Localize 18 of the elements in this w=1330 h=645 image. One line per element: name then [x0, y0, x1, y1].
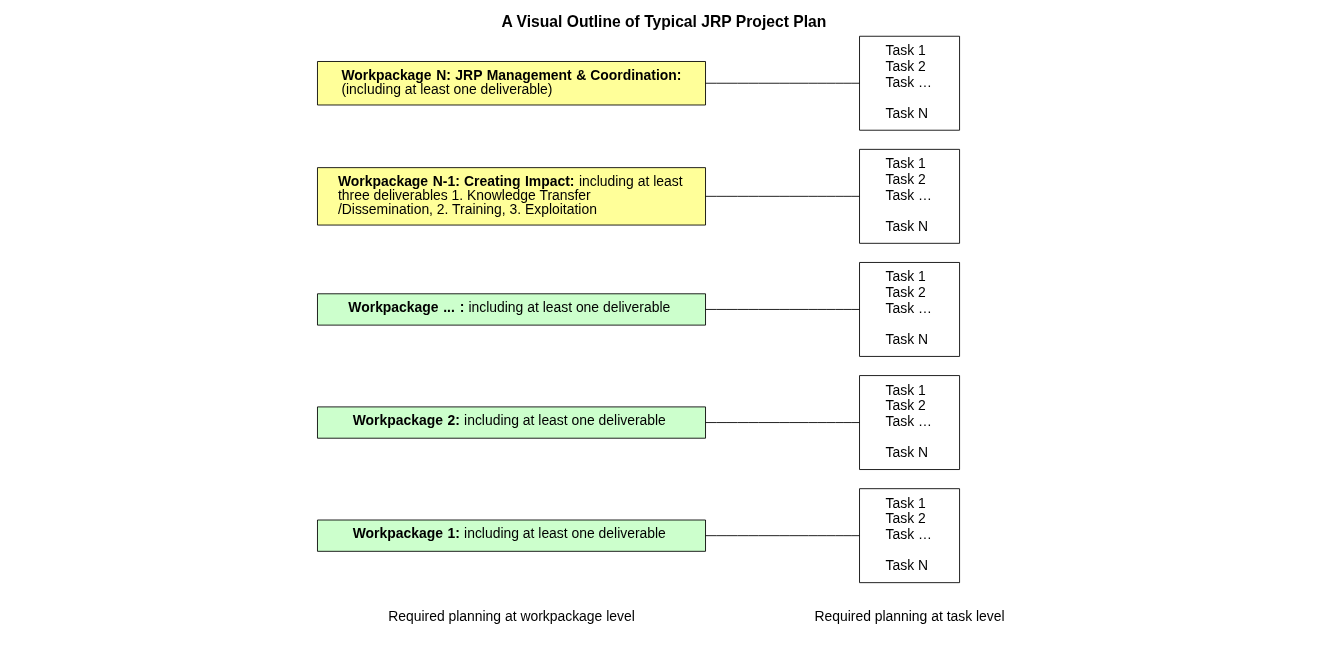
- connector: [704, 422, 860, 423]
- diagram-title: A Visual Outline of Typical JRP Project Plan: [501, 13, 826, 31]
- node-box: Workpackage ... : including at least one deliverable: [316, 293, 706, 326]
- node-box: Task 1 Task 2 Task … Task N: [858, 35, 960, 131]
- node-box: Task 1 Task 2 Task … Task N: [858, 488, 960, 584]
- node-box: Workpackage N: JRP Management & Coordination: (including at least one deliverable): [316, 61, 706, 106]
- node-box: Task 1 Task 2 Task … Task N: [858, 262, 960, 357]
- label: Required planning at task level: [813, 607, 1005, 624]
- connector: [704, 309, 860, 310]
- connector: [704, 82, 860, 84]
- connector: [704, 195, 860, 197]
- node-box: Workpackage 2: including at least one deliverable: [316, 406, 706, 439]
- node-box: Workpackage N-1: Creating Impact: including at least three deliverables 1. Knowledge Transfer /Dissemination, 2. Training, 3. Exploitation: [316, 167, 706, 226]
- connector: [704, 535, 860, 537]
- node-box: Task 1 Task 2 Task … Task N: [858, 375, 960, 470]
- node-box: Workpackage 1: including at least one deliverable: [316, 519, 706, 552]
- node-box: Task 1 Task 2 Task … Task N: [858, 148, 960, 244]
- label: Required planning at workpackage level: [387, 607, 635, 624]
